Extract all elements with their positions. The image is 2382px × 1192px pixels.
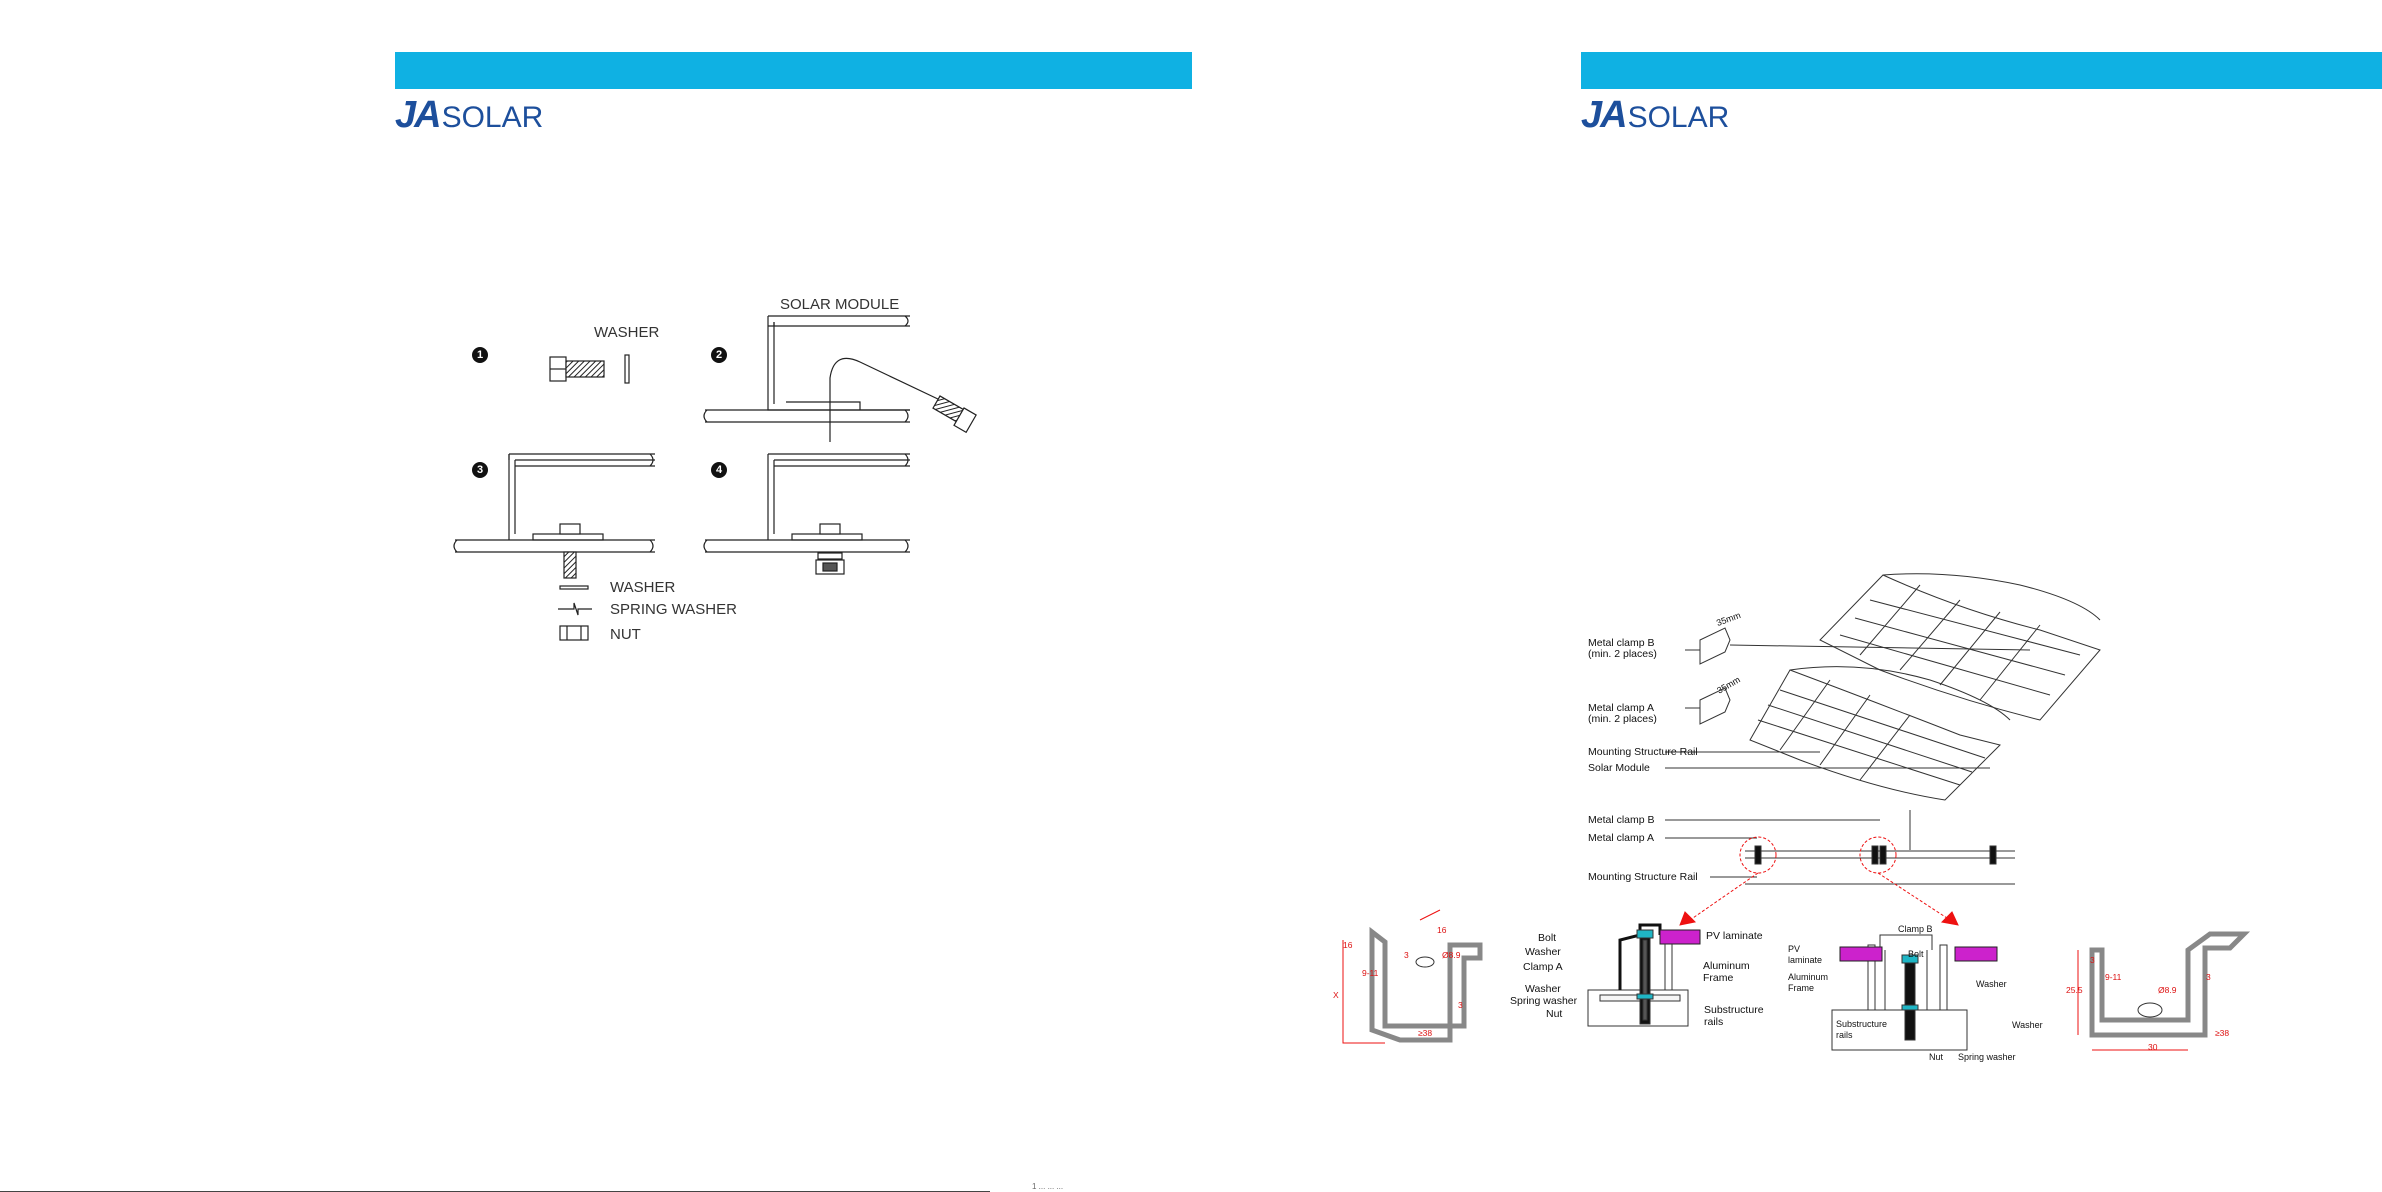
detail-b-bolt-label: Bolt — [1908, 949, 1924, 959]
dim-right-d5: 3 — [2206, 972, 2211, 982]
module-frame-step2 — [703, 315, 977, 442]
bolt-icon — [549, 356, 605, 382]
legend-spring-washer-label: SPRING WASHER — [610, 601, 737, 618]
step-1-marker: 1 — [472, 347, 488, 363]
detail-a-pv-label: PV laminate — [1706, 930, 1763, 942]
detail-a-rails1-label: Substructure — [1704, 1004, 1764, 1016]
dim-right-d1: 3 — [2090, 955, 2095, 965]
detail-b-pv2-label: laminate — [1788, 955, 1823, 965]
detail-b-rails1-label: Substructure — [1836, 1019, 1888, 1029]
legend-nut-icon — [559, 625, 589, 641]
detail-a-cross-section — [1587, 923, 1701, 1027]
label-metal-clamp-b: Metal clamp B — [1588, 637, 1655, 649]
detail-a-washer-label: Washer — [1525, 946, 1561, 958]
label-metal-clamp-b-2: Metal clamp B — [1588, 814, 1655, 826]
step-2-marker: 2 — [711, 347, 727, 363]
dim-right-d2: 9-11 — [2105, 972, 2122, 982]
dim-left-d4: Ø8.9 — [1442, 950, 1461, 960]
label-metal-clamp-a-note: (min. 2 places) — [1588, 713, 1657, 725]
dim-right-d3: 25.5 — [2066, 985, 2083, 995]
detail-b-spring-washer-label: Spring washer — [1958, 1052, 2016, 1062]
detail-b-cross-section — [1831, 934, 1998, 1051]
footer-text: 1 ... ... ... — [1032, 1182, 1064, 1191]
label-solar-module: Solar Module — [1588, 762, 1650, 774]
clamp-b-dimension-drawing — [2077, 931, 2251, 1051]
legend-nut-label: NUT — [610, 626, 641, 643]
dim-right-d7: ≥38 — [2215, 1028, 2230, 1038]
solar-panel-lower — [1749, 666, 2011, 801]
detail-b-clamp-label: Clamp B — [1898, 924, 1933, 934]
detail-b-frame2-label: Frame — [1788, 983, 1815, 993]
dim-left-d5: X — [1333, 990, 1339, 1000]
dim-left-d7: ≥38 — [1418, 1028, 1433, 1038]
dim-right-d6: 30 — [2148, 1042, 2158, 1052]
clamp-a-overview-icon — [1699, 687, 1731, 725]
module-frame-step3 — [453, 453, 655, 579]
step-3-marker: 3 — [472, 462, 488, 478]
detail-a-clamp-label: Clamp A — [1523, 961, 1563, 973]
dim-left-d3: 3 — [1404, 950, 1409, 960]
clamp-b-overview-icon — [1699, 627, 1731, 665]
detail-a-nut-label: Nut — [1546, 1008, 1563, 1020]
label-mounting-structure-rail-2: Mounting Structure Rail — [1588, 871, 1698, 883]
detail-a-rails2-label: rails — [1704, 1016, 1724, 1028]
detail-b-washer2-label: Washer — [2012, 1020, 2043, 1030]
detail-a-frame2-label: Frame — [1703, 972, 1734, 984]
legend-washer-label: WASHER — [610, 579, 676, 596]
solar-panel-upper — [1819, 573, 2101, 721]
detail-b-nut-label: Nut — [1929, 1052, 1944, 1062]
solar-module-label: SOLAR MODULE — [780, 296, 900, 313]
label-metal-clamp-a-2: Metal clamp A — [1588, 832, 1654, 844]
detail-a-washer2-label: Washer — [1525, 983, 1561, 995]
detail-b-frame1-label: Aluminum — [1788, 972, 1829, 982]
detail-a-frame1-label: Aluminum — [1703, 960, 1750, 972]
dim-left-d2: 9-11 — [1362, 968, 1379, 978]
dim-left-d1: 16 — [1343, 940, 1353, 950]
detail-b-pv1-label: PV — [1788, 944, 1801, 954]
step-4-marker: 4 — [711, 462, 727, 478]
legend-spring-washer-icon — [558, 602, 592, 616]
module-frame-step4 — [703, 453, 910, 575]
detail-b-rails2-label: rails — [1836, 1030, 1853, 1040]
detail-a-spring-washer-label: Spring washer — [1510, 995, 1578, 1007]
label-metal-clamp-b-note: (min. 2 places) — [1588, 648, 1657, 660]
washer-label: WASHER — [594, 324, 660, 341]
dim-left-d6: 3 — [1458, 1000, 1463, 1010]
label-metal-clamp-a: Metal clamp A — [1588, 702, 1654, 714]
header-bar-left — [395, 52, 1192, 89]
detail-b-washer-label: Washer — [1976, 979, 2007, 989]
ja-solar-logo-right: JA SOLAR — [1581, 94, 1730, 136]
ja-solar-logo-left: JA SOLAR — [395, 94, 544, 136]
header-bar-right — [1581, 52, 2382, 89]
detail-a-bolt-label: Bolt — [1538, 932, 1557, 944]
clamp-a-dimension-drawing — [1342, 909, 1483, 1044]
dim-right-d4: Ø8.9 — [2158, 985, 2177, 995]
dim-left-d8: 16 — [1437, 925, 1447, 935]
legend-washer-icon — [559, 585, 589, 590]
rail-side-view — [1679, 836, 2015, 926]
label-mounting-structure-rail-1: Mounting Structure Rail — [1588, 746, 1698, 758]
washer-icon — [624, 354, 630, 384]
